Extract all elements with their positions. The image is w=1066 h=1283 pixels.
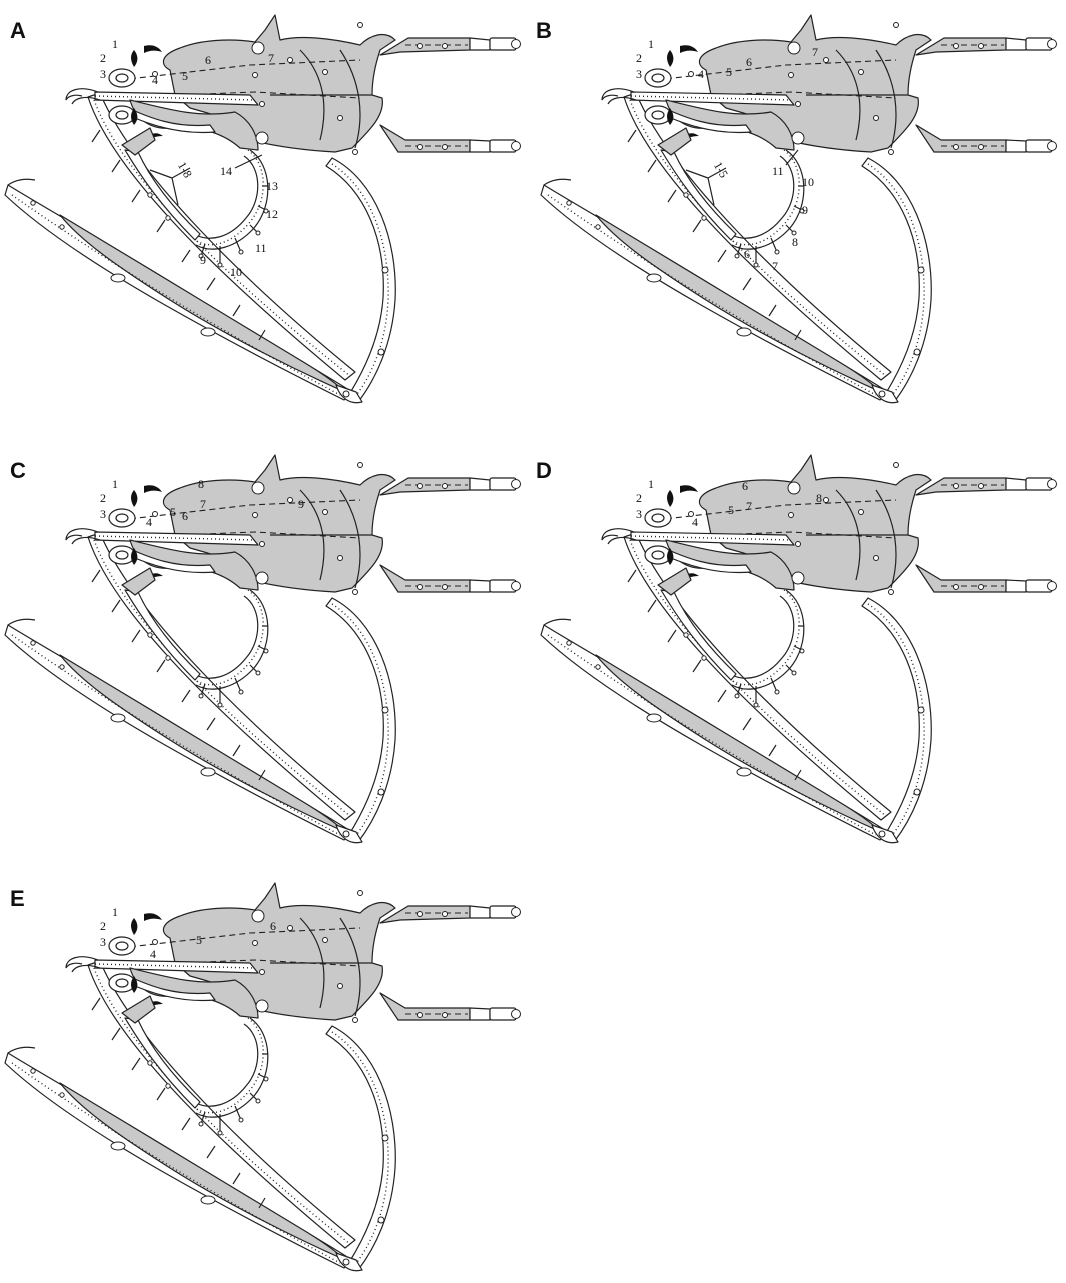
number-label: 5 xyxy=(196,933,202,947)
skull-drawing xyxy=(5,15,521,403)
number-label: 1 xyxy=(112,477,118,491)
leader-line xyxy=(235,155,262,168)
leader-line xyxy=(786,150,798,165)
number-label: 8 xyxy=(816,491,822,505)
number-label: 2 xyxy=(100,491,106,505)
number-label: 1 xyxy=(648,37,654,51)
number-label: 4 xyxy=(698,67,704,81)
number-label: 14 xyxy=(220,164,232,178)
number-label: 1-5 xyxy=(711,159,731,180)
number-label: 7 xyxy=(268,51,274,65)
skull-drawing xyxy=(541,15,1057,403)
number-label: 9 xyxy=(802,203,808,217)
panel-label: B xyxy=(536,18,552,43)
number-label: 7 xyxy=(812,45,818,59)
number-label: 3 xyxy=(636,67,642,81)
number-label: 10 xyxy=(802,175,814,189)
number-label: 5 xyxy=(726,65,732,79)
number-label: 13 xyxy=(266,179,278,193)
number-label: 2 xyxy=(636,491,642,505)
panel-label: E xyxy=(10,886,25,911)
number-label: 1 xyxy=(112,905,118,919)
number-label: 6 xyxy=(205,53,211,67)
number-label: 3 xyxy=(100,935,106,949)
number-label: 2 xyxy=(100,919,106,933)
number-label: 4 xyxy=(692,515,698,529)
number-label: 7 xyxy=(200,497,206,511)
skull-drawing xyxy=(541,455,1057,843)
number-label: 11 xyxy=(772,164,784,178)
number-label: 3 xyxy=(100,507,106,521)
number-label: 7 xyxy=(746,499,752,513)
panel-label: A xyxy=(10,18,26,43)
number-label: 1 xyxy=(648,477,654,491)
number-label: 3 xyxy=(636,507,642,521)
skull-drawing xyxy=(5,455,521,843)
number-label: 8 xyxy=(792,235,798,249)
number-label: 2 xyxy=(636,51,642,65)
number-label: 9 xyxy=(200,253,206,267)
panel-label: D xyxy=(536,458,552,483)
number-label: 6 xyxy=(744,247,750,261)
number-label: 6 xyxy=(270,919,276,933)
number-label: 8 xyxy=(198,477,204,491)
number-label: 9 xyxy=(298,497,304,511)
number-label: 5 xyxy=(170,505,176,519)
number-label: 3 xyxy=(100,67,106,81)
number-label: 5 xyxy=(182,69,188,83)
number-label: 10 xyxy=(230,265,242,279)
number-label: 12 xyxy=(266,207,278,221)
panel-a: A 1 2 3 4 5 6 7 1-8 9 10 11 12 13 14 xyxy=(5,15,521,403)
panel-e: E 1 2 3 4 5 6 xyxy=(5,883,521,1271)
number-label: 6 xyxy=(742,479,748,493)
number-label: 11 xyxy=(255,241,267,255)
panel-c: C 1 2 3 4 5 6 7 8 9 xyxy=(5,455,521,843)
panel-d: D 1 2 3 4 5 6 7 8 xyxy=(536,455,1057,843)
number-label: 4 xyxy=(150,947,156,961)
number-label: 2 xyxy=(100,51,106,65)
number-label: 7 xyxy=(772,259,778,273)
skull-drawing xyxy=(5,883,521,1271)
number-label: 4 xyxy=(152,73,158,87)
number-label: 5 xyxy=(728,503,734,517)
number-label: 6 xyxy=(746,55,752,69)
number-label: 6 xyxy=(182,509,188,523)
panel-b: B 1 2 3 4 5 6 7 1-5 6 7 8 9 10 11 xyxy=(536,15,1057,403)
number-label: 1-8 xyxy=(175,159,195,180)
panel-label: C xyxy=(10,458,26,483)
number-label: 4 xyxy=(146,515,152,529)
number-label: 1 xyxy=(112,37,118,51)
